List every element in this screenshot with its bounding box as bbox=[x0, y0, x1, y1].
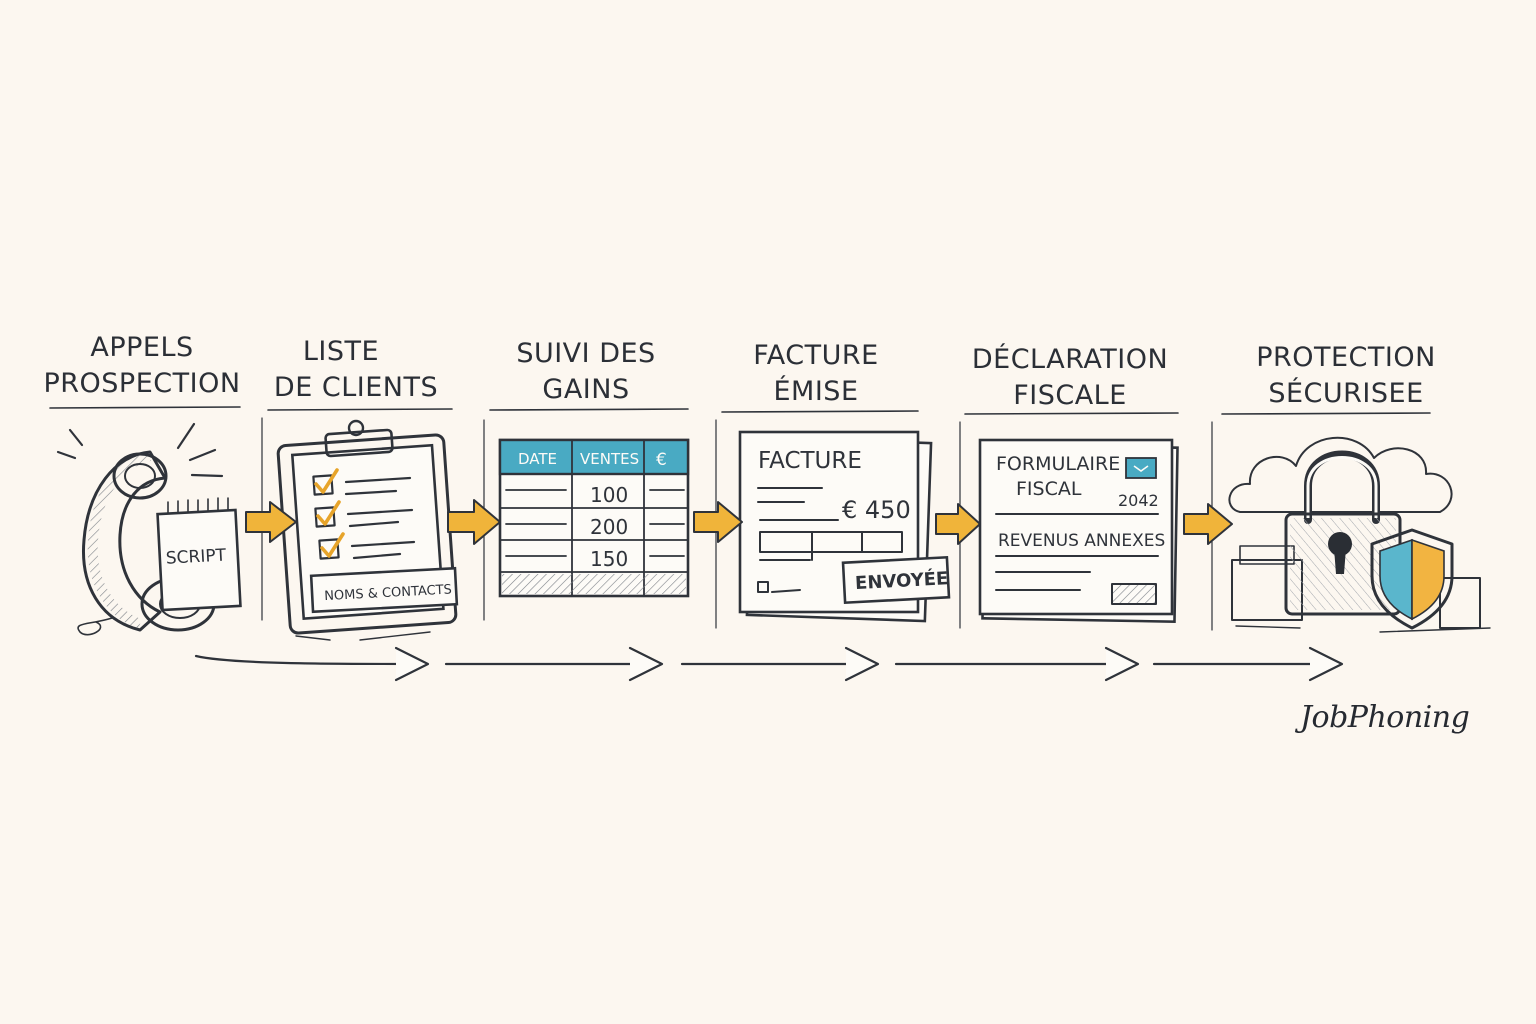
step-6-title: PROTECTION SÉCURISEE bbox=[1236, 340, 1456, 412]
cell-value-2: 200 bbox=[590, 515, 628, 539]
step-5-title-line2: FISCALE bbox=[1013, 380, 1127, 411]
step-2-title-line1: LISTE bbox=[302, 336, 380, 367]
invoice-icon: FACTURE € 450 ENVOYÉE bbox=[738, 430, 951, 623]
cell-value-3: 150 bbox=[590, 547, 628, 571]
step-2-title: LISTE DE CLIENTS bbox=[246, 334, 466, 406]
step-arrows bbox=[245, 499, 1233, 545]
script-label: SCRIPT bbox=[165, 546, 227, 569]
orange-arrow-5 bbox=[1183, 503, 1233, 545]
step-5-title: DÉCLARATION FISCALE bbox=[955, 342, 1185, 414]
orange-arrow-4 bbox=[935, 503, 981, 545]
step-4-title-line2: ÉMISE bbox=[773, 376, 859, 407]
form-title-line2: FISCAL bbox=[1016, 478, 1082, 500]
step-2-title-line2: DE CLIENTS bbox=[273, 372, 439, 403]
invoice-title: FACTURE bbox=[758, 448, 862, 474]
orange-arrow-2 bbox=[447, 499, 501, 545]
tax-form-icon: FORMULAIRE FISCAL 2042 REVENUS ANNEXES bbox=[978, 438, 1179, 623]
telephone-icon: SCRIPT bbox=[56, 422, 242, 636]
timeline-arrows bbox=[194, 646, 1344, 682]
clipboard-icon: NOMS & CONTACTS bbox=[276, 419, 459, 641]
step-3-title: SUIVI DES GAINS bbox=[476, 336, 696, 408]
spreadsheet-icon: DATE VENTES € 100 200 150 bbox=[498, 438, 690, 598]
col-header-date: DATE bbox=[518, 450, 557, 468]
step-1-title-line1: APPELS bbox=[90, 332, 194, 363]
step-3-title-line2: GAINS bbox=[542, 374, 630, 405]
step-1-title-line2: PROSPECTION bbox=[43, 368, 241, 399]
step-1-title: APPELS PROSPECTION bbox=[32, 330, 252, 402]
invoice-amount: € 450 bbox=[842, 496, 911, 524]
step-6-title-line2: SÉCURISEE bbox=[1268, 378, 1424, 409]
orange-arrow-3 bbox=[693, 501, 743, 543]
col-header-euro: € bbox=[656, 450, 667, 470]
padlock-shield-icon bbox=[1228, 436, 1491, 633]
cell-value-1: 100 bbox=[590, 483, 628, 507]
form-section: REVENUS ANNEXES bbox=[998, 531, 1165, 551]
jobphoning-logo: JobPhoning bbox=[1300, 700, 1470, 735]
step-3-title-line1: SUIVI DES bbox=[516, 338, 656, 369]
step-4-title: FACTURE ÉMISE bbox=[706, 338, 926, 410]
col-header-ventes: VENTES bbox=[580, 450, 639, 468]
step-5-title-line1: DÉCLARATION bbox=[971, 344, 1169, 375]
invoice-stamp: ENVOYÉE bbox=[855, 567, 949, 594]
step-4-title-line1: FACTURE bbox=[753, 340, 879, 371]
step-6-title-line1: PROTECTION bbox=[1256, 342, 1436, 373]
clipboard-tag: NOMS & CONTACTS bbox=[324, 582, 452, 604]
title-underlines bbox=[49, 406, 1431, 415]
orange-arrow-1 bbox=[245, 501, 297, 543]
form-title-line1: FORMULAIRE bbox=[996, 453, 1120, 475]
form-number: 2042 bbox=[1118, 491, 1159, 510]
